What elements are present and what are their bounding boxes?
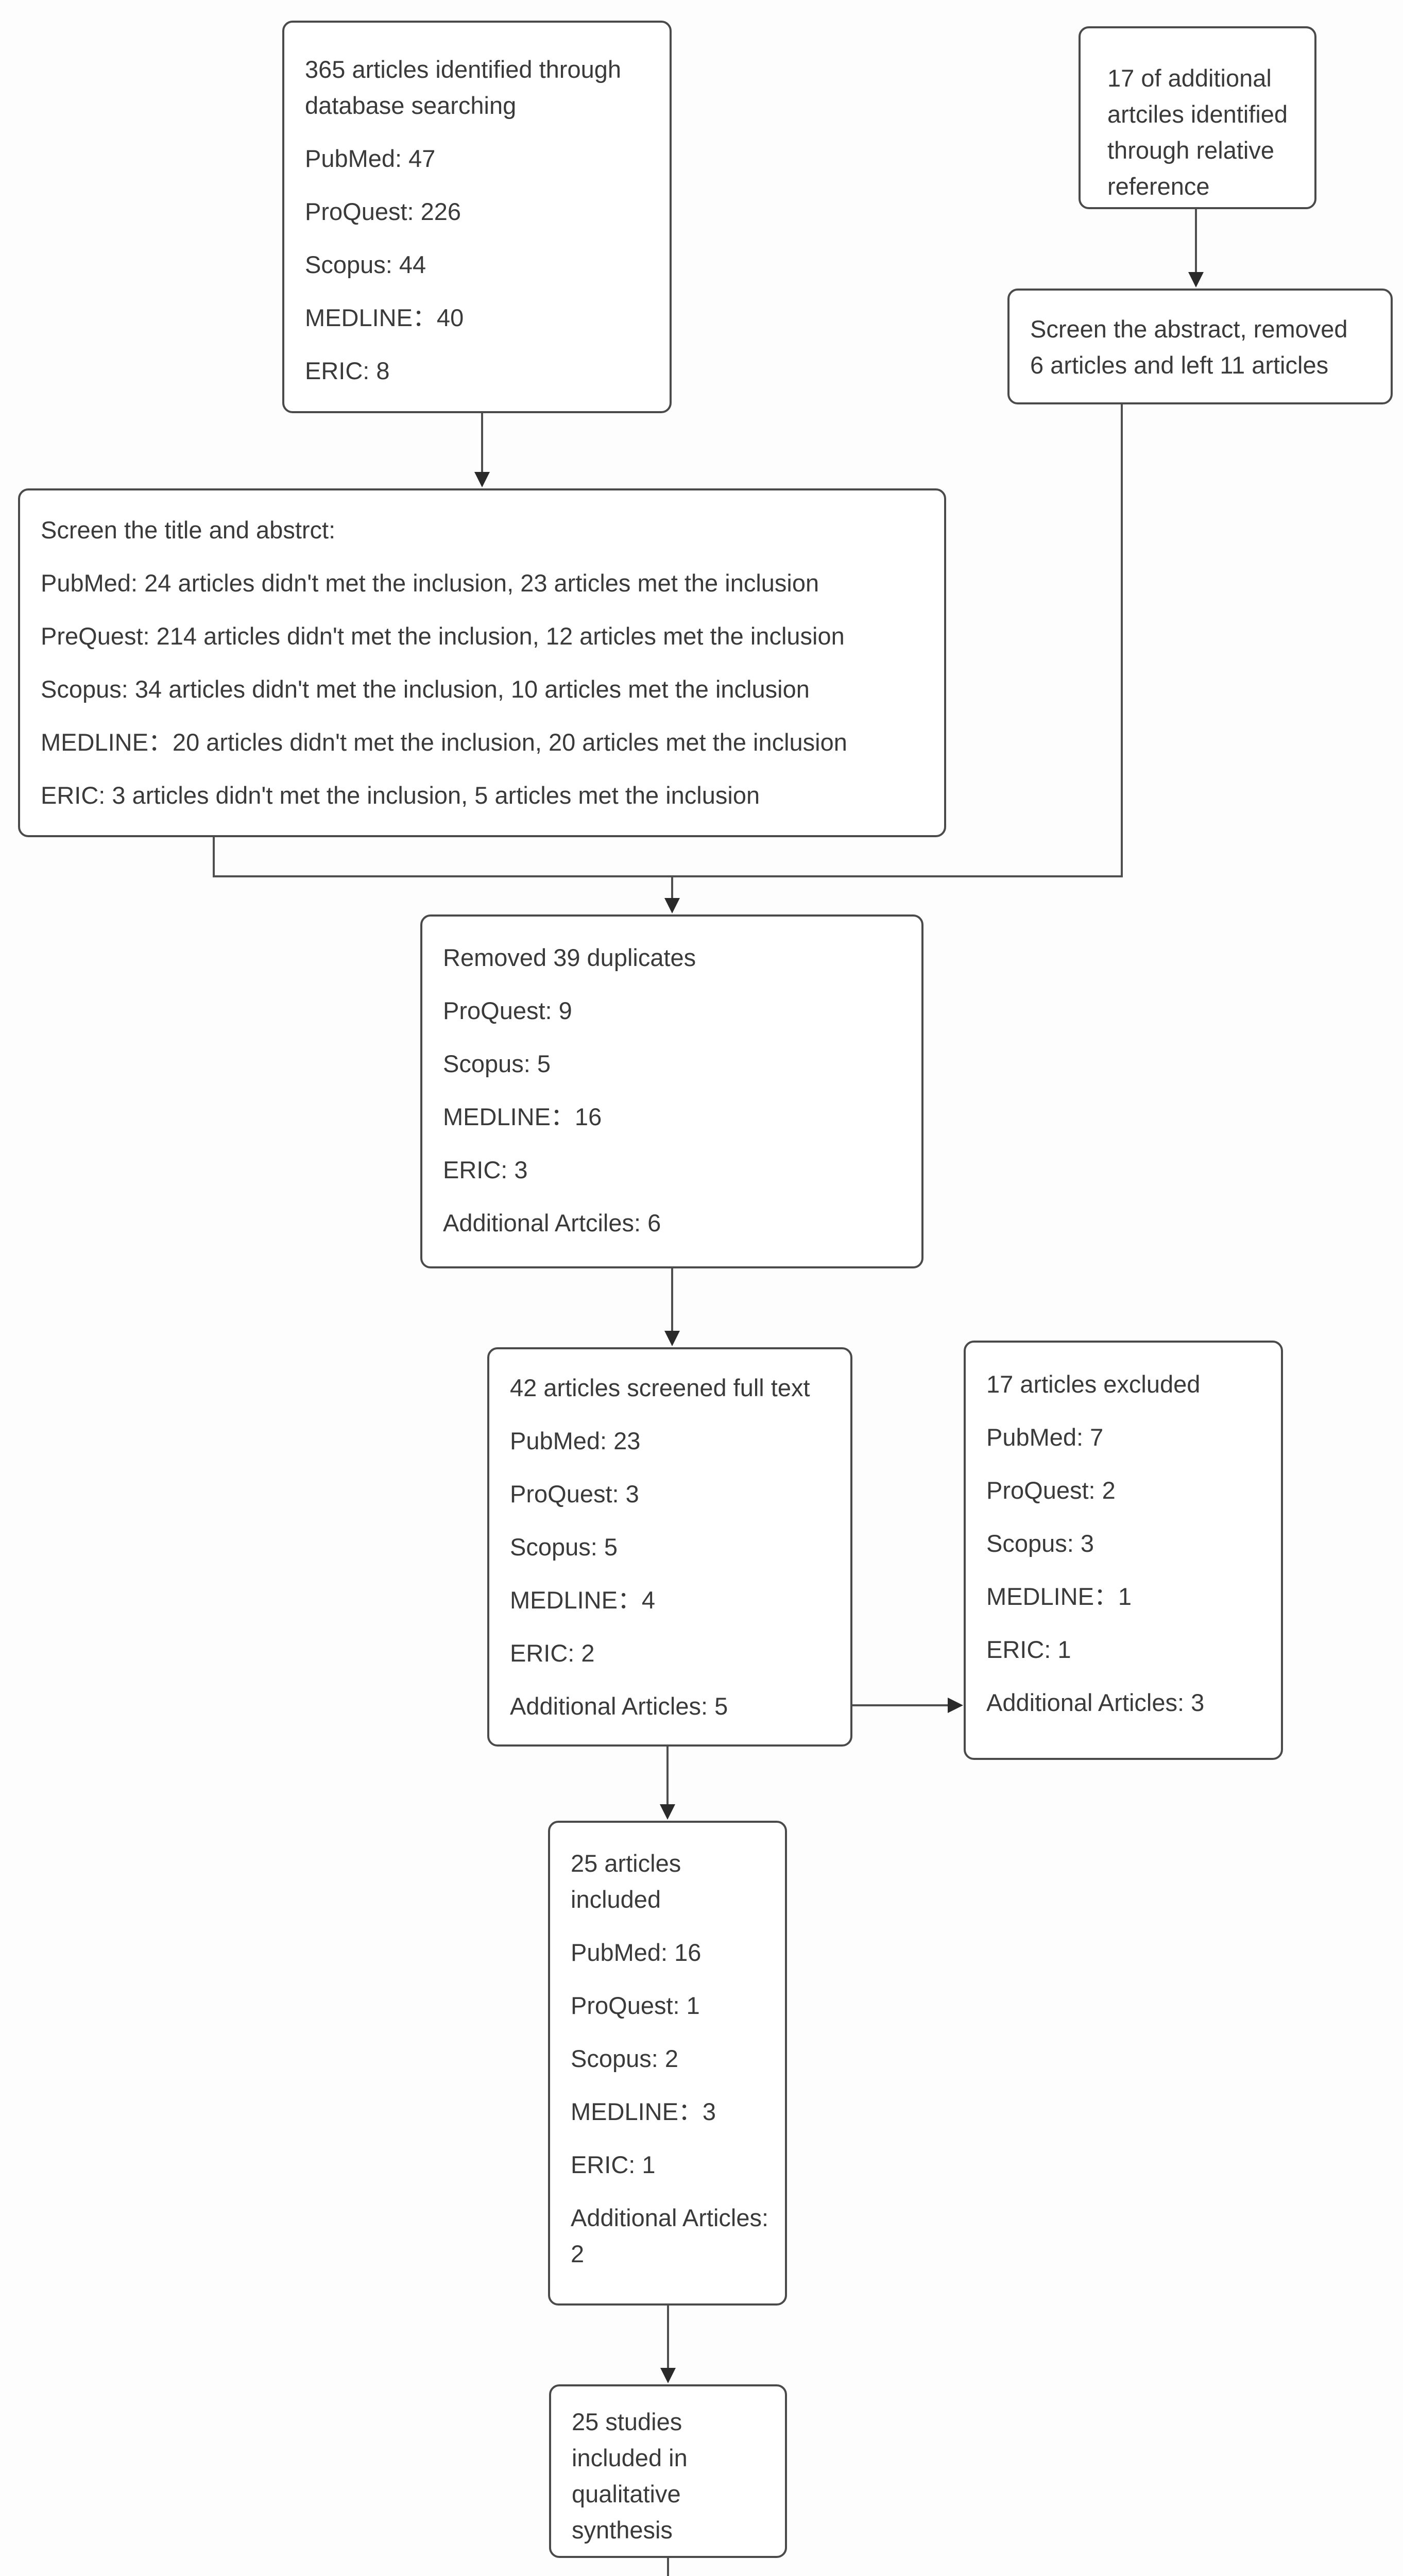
connector-included-to-qualitative: [667, 2306, 669, 2370]
box-line: included in: [572, 2444, 688, 2471]
box-line: MEDLINE：16: [443, 1103, 602, 1130]
box-database-identified: 365 articles identified through database…: [282, 21, 672, 413]
box-line: Additional Articles:: [571, 2204, 769, 2231]
box-title-abstract-screen: Screen the title and abstrct: PubMed: 24…: [18, 488, 946, 837]
box-line: 2: [571, 2240, 585, 2267]
connector-junction-to-duplicates: [671, 875, 673, 899]
box-line: ERIC: 8: [305, 357, 390, 384]
box-line: 42 articles screened full text: [510, 1374, 810, 1401]
box-line: MEDLINE：4: [510, 1586, 656, 1614]
connector-fulltext-to-excluded: [852, 1704, 949, 1706]
box-line: reference: [1107, 173, 1210, 200]
box-line: ERIC: 1: [571, 2151, 656, 2178]
box-line: ERIC: 2: [510, 1639, 595, 1667]
arrowhead-down-icon: [474, 472, 490, 487]
box-line: PubMed: 24 articles didn't met the inclu…: [41, 569, 819, 597]
box-line: through relative: [1107, 137, 1274, 164]
box-line: MEDLINE：3: [571, 2098, 716, 2125]
box-line: ProQuest: 1: [571, 1992, 700, 2019]
box-line: ERIC: 1: [986, 1636, 1071, 1663]
box-line: MEDLINE：1: [986, 1583, 1132, 1610]
box-line: qualitative: [572, 2480, 681, 2507]
box-line: ERIC: 3 articles didn't met the inclusio…: [41, 782, 760, 809]
box-line: ProQuest: 2: [986, 1477, 1116, 1504]
box-line: PubMed: 7: [986, 1423, 1104, 1451]
arrowhead-right-icon: [948, 1698, 963, 1713]
box-line: ProQuest: 3: [510, 1480, 639, 1507]
box-line: Scopus: 3: [986, 1530, 1094, 1557]
box-line: Removed 39 duplicates: [443, 944, 696, 971]
box-line: ProQuest: 9: [443, 997, 572, 1024]
box-line: 25 articles: [571, 1850, 681, 1877]
box-qualitative-synthesis: 25 studies included in qualitative synth…: [549, 2384, 787, 2558]
connector-identified-to-title-screen: [481, 413, 483, 473]
box-abstract-screen: Screen the abstract, removed 6 articles …: [1007, 289, 1393, 404]
box-line: PubMed: 16: [571, 1939, 701, 1966]
box-line: Screen the title and abstrct:: [41, 516, 336, 544]
box-line: artciles identified: [1107, 100, 1288, 128]
connector-fulltext-to-included: [666, 1747, 669, 1806]
connector-title-screen-drop: [213, 837, 215, 877]
box-duplicates-removed: Removed 39 duplicates ProQuest: 9 Scopus…: [420, 914, 923, 1268]
box-line: Scopus: 5: [443, 1050, 551, 1077]
box-line: ProQuest: 226: [305, 198, 461, 225]
box-line: Scopus: 34 articles didn't met the inclu…: [41, 675, 810, 703]
arrowhead-down-icon: [664, 898, 680, 913]
box-line: database searching: [305, 92, 517, 119]
connector-additional-to-abstract-screen: [1195, 209, 1197, 273]
arrowhead-down-icon: [664, 1331, 680, 1346]
box-additional-articles: 17 of additional artciles identified thr…: [1079, 26, 1316, 209]
box-line: MEDLINE：40: [305, 304, 464, 331]
box-line: included: [571, 1886, 661, 1913]
box-line: PubMed: 47: [305, 145, 436, 172]
box-line: Scopus: 5: [510, 1533, 618, 1561]
box-line: Screen the abstract, removed: [1030, 315, 1348, 343]
box-line: 25 studies: [572, 2408, 682, 2435]
box-line: 17 articles excluded: [986, 1370, 1201, 1398]
box-line: Additional Articles: 3: [986, 1689, 1205, 1716]
box-line: PubMed: 23: [510, 1427, 641, 1454]
arrowhead-down-icon: [660, 1804, 675, 1820]
box-line: Scopus: 2: [571, 2045, 679, 2072]
connector-qualitative-to-quantitative: [667, 2558, 669, 2576]
box-line: 6 articles and left 11 articles: [1030, 351, 1329, 379]
box-line: PreQuest: 214 articles didn't met the in…: [41, 622, 845, 650]
connector-junction-horizontal: [213, 875, 1123, 877]
box-line: Additional Articles: 5: [510, 1692, 728, 1720]
box-full-text-screened: 42 articles screened full text PubMed: 2…: [487, 1347, 852, 1747]
box-line: synthesis: [572, 2516, 673, 2544]
box-articles-included: 25 articles included PubMed: 16 ProQuest…: [548, 1821, 787, 2306]
arrowhead-down-icon: [660, 2368, 676, 2383]
box-line: 365 articles identified through: [305, 56, 622, 83]
box-line: 17 of additional: [1107, 64, 1272, 92]
connector-abstract-screen-drop: [1121, 404, 1123, 877]
connector-duplicates-to-fulltext: [671, 1268, 673, 1333]
box-line: MEDLINE：20 articles didn't met the inclu…: [41, 728, 847, 756]
box-articles-excluded: 17 articles excluded PubMed: 7 ProQuest:…: [964, 1341, 1283, 1760]
arrowhead-down-icon: [1188, 272, 1204, 287]
box-line: Scopus: 44: [305, 251, 426, 278]
box-line: Additional Artciles: 6: [443, 1209, 661, 1236]
box-line: ERIC: 3: [443, 1156, 528, 1183]
